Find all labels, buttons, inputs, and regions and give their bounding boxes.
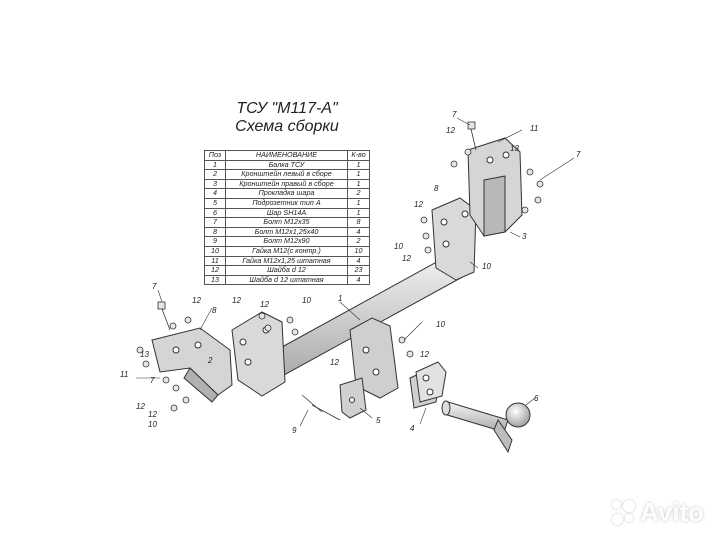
parts-table-header: Поз НАИМЕНОВАНИЕ К-во [204,150,370,161]
leader-lines [136,117,575,427]
callout-c-4: 4 [410,424,415,433]
callout-c-12b: 12 [420,350,429,359]
callout-l-12: 12 [192,296,201,305]
callout-l-8: 8 [212,306,217,315]
cell-pos: 10 [204,245,226,257]
diagram-subtitle: Схема сборки [235,118,339,135]
callout-c-5: 5 [376,416,381,425]
cell-pos: 2 [204,169,226,180]
header-qty: К-во [347,150,370,161]
callout-m-1: 1 [338,294,343,303]
callout-r-7: 7 [452,110,457,119]
callout-r-12a: 12 [446,126,455,135]
cell-name: Подрозетник тип А [225,197,348,209]
cell-pos: 9 [204,236,226,247]
avito-watermark: Avito [611,497,704,528]
cell-name: Кронштейн левый в сборе [225,169,348,180]
watermark-text: Avito [639,497,704,527]
callout-r-8: 8 [434,184,439,193]
diagram-title: ТСУ "M117-A" [236,100,338,117]
header-pos: Поз [204,150,226,161]
callout-l-7b: 7 [150,376,155,385]
callout-l-13: 13 [140,350,149,359]
avito-logo-icon [611,500,636,525]
cell-pos: 13 [204,274,226,286]
cell-qty: 2 [347,236,370,247]
callout-l-11: 11 [120,370,129,379]
callout-l-12c: 12 [260,300,269,309]
callout-l-10: 10 [302,296,311,305]
callout-c-9: 9 [292,426,297,435]
callout-r-11: 11 [530,124,539,133]
callout-l-12b: 12 [232,296,241,305]
cell-name: Болт М12х35 [225,217,348,228]
cell-qty: 8 [347,217,370,228]
callout-l-12e: 12 [148,410,157,419]
callout-m-10: 10 [394,242,403,251]
callout-l-12d: 12 [136,402,145,411]
cell-name: Шайба d 12 [225,265,348,276]
callout-c-10: 10 [436,320,445,329]
callout-r-7b: 7 [576,150,581,159]
cell-qty: 10 [347,245,370,257]
callout-m-12: 12 [414,200,423,209]
cell-name: Болт М12х90 [225,236,348,247]
callout-l-2: 2 [208,356,213,365]
callout-c-12: 12 [330,358,339,367]
socket-plate [339,377,367,419]
cell-name: Гайка М12(с контр.) [225,245,348,257]
right-bracket [467,137,523,237]
callout-m-12b: 12 [402,254,411,263]
callout-c-6: 6 [534,394,539,403]
callout-l-10b: 10 [148,420,157,429]
cell-pos: 12 [204,265,226,276]
callout-l-7: 7 [152,282,157,291]
callout-r-13: 13 [510,144,519,153]
cell-pos: 7 [204,217,226,228]
header-name: НАИМЕНОВАНИЕ [225,150,348,161]
cell-qty: 1 [347,169,370,180]
cell-qty: 4 [347,274,370,286]
cell-name: Шайба d 12 штатная [225,274,348,286]
left-bracket [151,327,233,403]
cell-qty: 23 [347,265,370,276]
callout-m-10b: 10 [482,262,491,271]
cell-qty: 1 [347,197,370,209]
ball-spacer [409,361,447,409]
fastener-set [136,121,544,421]
tow-ball [441,400,531,454]
cell-pos: 5 [204,197,226,209]
callout-r-3: 3 [522,232,527,241]
